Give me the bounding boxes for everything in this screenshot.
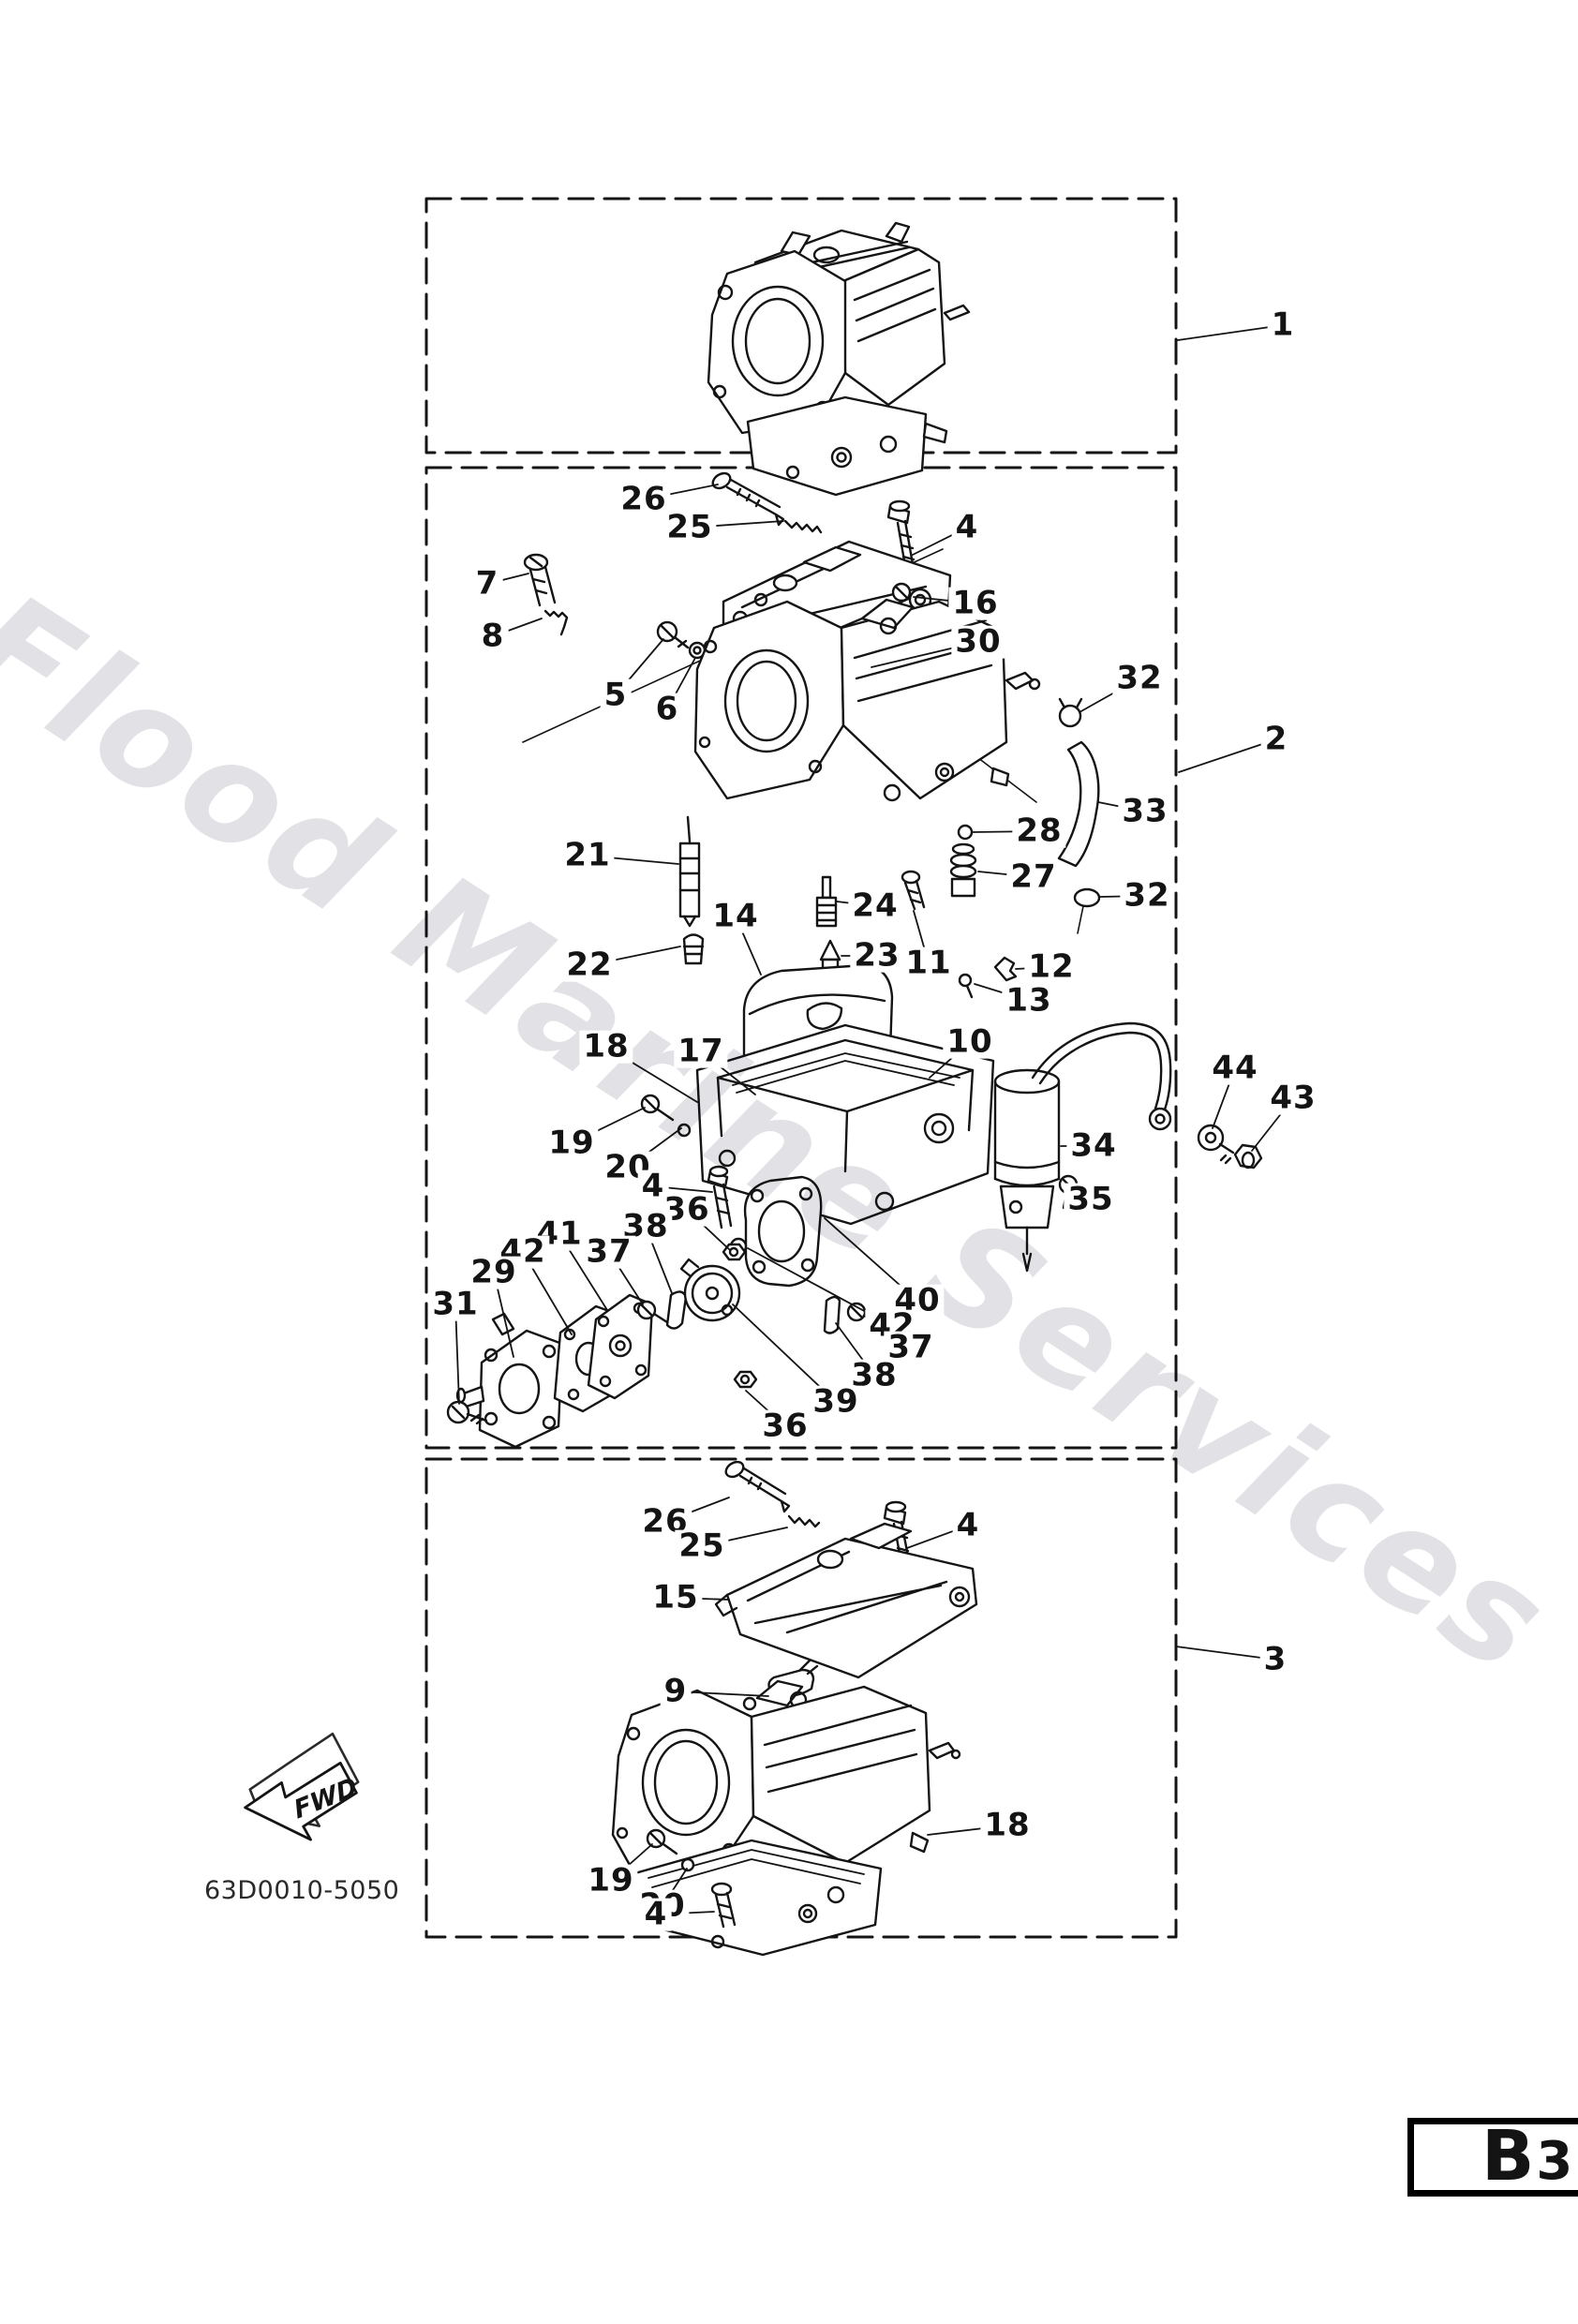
part-callout-4: 4 <box>951 511 983 544</box>
part-37-screw <box>636 1300 669 1324</box>
part-4-bolt <box>886 499 916 568</box>
part-callout-27: 27 <box>1006 860 1061 894</box>
part-18-float-bowl <box>695 1023 995 1226</box>
part-callout-31: 31 <box>428 1288 483 1321</box>
carburetor-assembly-1-drawing <box>707 221 971 497</box>
part-callout-3: 3 <box>1259 1643 1291 1676</box>
part-7-screw <box>523 553 557 607</box>
part-callout-30: 30 <box>951 625 1005 659</box>
part-callout-44: 44 <box>1208 1051 1262 1085</box>
part-callout-43: 43 <box>1266 1081 1320 1115</box>
part-callout-34: 34 <box>1066 1129 1121 1163</box>
part-callout-39: 39 <box>809 1385 863 1419</box>
part-44-washer <box>1197 1124 1225 1152</box>
part-13-screw <box>958 973 974 999</box>
part-26-screw-b3 <box>724 1460 791 1513</box>
part-callout-4: 4 <box>952 1509 984 1542</box>
part-20-ring-b3 <box>680 1857 695 1872</box>
page-reference-number: 3 <box>1536 2131 1573 2192</box>
part-callout-25: 25 <box>675 1529 729 1563</box>
part-11-screw <box>901 870 926 911</box>
part-callout-35: 35 <box>1064 1183 1118 1216</box>
part-callout-23: 23 <box>850 939 904 973</box>
part-callout-41: 41 <box>532 1217 587 1251</box>
part-callout-28: 28 <box>1012 814 1066 848</box>
part-callout-11: 11 <box>901 946 956 980</box>
part-33-hose <box>1057 740 1100 868</box>
part-callout-2: 2 <box>1260 723 1292 756</box>
drawing-code: 63D0010-5050 <box>204 1876 400 1905</box>
part-4-bolt-lower <box>707 1165 733 1229</box>
callout-leader-lines <box>454 324 1294 1915</box>
part-callout-4: 4 <box>637 1169 669 1203</box>
part-callout-42: 42 <box>496 1235 550 1269</box>
part-callout-5: 5 <box>600 678 632 712</box>
part-28-ring <box>957 824 974 841</box>
part-callout-4: 4 <box>640 1898 672 1931</box>
part-callout-37: 37 <box>884 1331 938 1364</box>
part-31-screw <box>446 1400 488 1425</box>
part-29-pump-body <box>455 1312 564 1449</box>
part-4-bolt-b3-bottom <box>710 1882 737 1929</box>
part-19-screw <box>640 1094 675 1122</box>
part-21-needle-jet <box>678 815 701 928</box>
part-27-plunger <box>949 842 977 898</box>
part-32-seal <box>1073 887 1101 934</box>
part-callout-29: 29 <box>467 1256 521 1289</box>
part-callout-26: 26 <box>617 483 671 516</box>
part-callout-7: 7 <box>471 567 503 601</box>
part-callout-32: 32 <box>1120 879 1174 913</box>
part-38-flap <box>665 1290 688 1330</box>
part-callout-36: 36 <box>758 1409 812 1443</box>
part-callout-1: 1 <box>1267 308 1299 342</box>
part-19-screw-b3 <box>646 1828 678 1855</box>
part-callout-9: 9 <box>660 1675 692 1708</box>
part-callout-33: 33 <box>1118 795 1172 828</box>
part-3-carburetor-body <box>611 1679 961 1957</box>
part-15-top-cover <box>714 1522 978 1679</box>
part-callout-18: 18 <box>579 1030 633 1064</box>
page-reference-letter: B <box>1481 2115 1535 2197</box>
part-25-spring <box>783 519 823 534</box>
part-callout-24: 24 <box>848 889 902 923</box>
part-callout-6: 6 <box>651 693 683 726</box>
part-25-spring-b3 <box>787 1514 821 1528</box>
part-callout-16: 16 <box>948 587 1003 620</box>
part-callout-14: 14 <box>708 900 763 933</box>
part-callout-37: 37 <box>582 1235 636 1269</box>
part-callout-17: 17 <box>674 1035 728 1068</box>
part-24-jet <box>815 875 838 928</box>
part-40-gasket <box>743 1175 823 1288</box>
part-callout-10: 10 <box>943 1025 997 1059</box>
part-8-needle <box>543 609 569 636</box>
part-callout-25: 25 <box>662 511 717 544</box>
part-22-plug <box>682 933 705 965</box>
part-12-clip <box>993 956 1018 982</box>
part-callout-21: 21 <box>560 839 615 872</box>
part-34-lead-wire <box>1031 1021 1172 1131</box>
part-callout-8: 8 <box>477 619 509 653</box>
part-callout-18: 18 <box>980 1809 1035 1842</box>
part-callout-32: 32 <box>1112 662 1167 695</box>
part-callout-19: 19 <box>544 1126 599 1160</box>
part-callout-15: 15 <box>648 1581 703 1615</box>
part-34-solenoid <box>993 1068 1061 1273</box>
part-callout-12: 12 <box>1024 950 1079 984</box>
part-32-clip <box>1058 697 1083 728</box>
part-callout-19: 19 <box>584 1864 638 1898</box>
part-39-pump-cover <box>679 1258 741 1322</box>
part-4-bolt-b3 <box>883 1500 911 1565</box>
part-36-nut-lower <box>733 1370 758 1389</box>
part-5-screw <box>656 620 690 649</box>
carburetor-assembly-3-drawing <box>611 1460 978 1957</box>
part-41-diaphragm <box>587 1293 654 1400</box>
part-callout-13: 13 <box>1002 984 1056 1018</box>
part-callout-22: 22 <box>562 948 617 982</box>
carburetor-exploded-2-drawing <box>446 471 1263 1449</box>
part-43-bolt <box>1218 1142 1263 1169</box>
